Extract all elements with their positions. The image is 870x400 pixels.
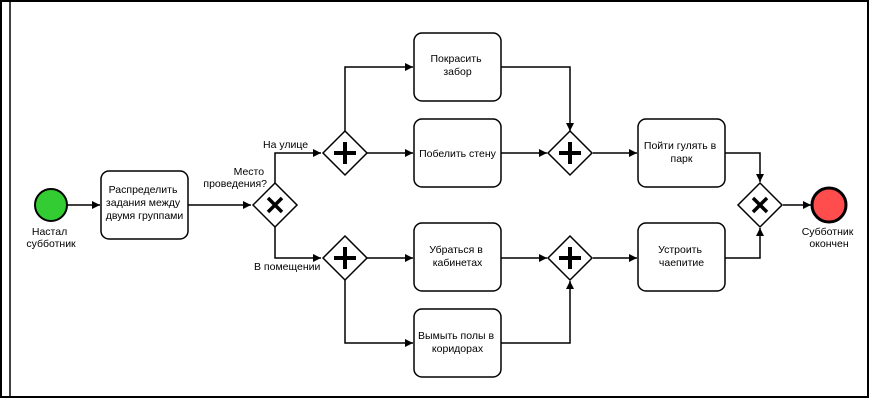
task-paint-fence-label: Покрасить забор	[431, 53, 485, 78]
exclusive-gateway-merge[interactable]	[736, 181, 784, 229]
task-distribute-label: Распределить задания между двумя группам…	[106, 184, 184, 222]
x-marker-icon	[266, 196, 284, 214]
task-distribute[interactable]: Распределить задания между двумя группам…	[100, 170, 189, 240]
task-paint-fence[interactable]: Покрасить забор	[413, 32, 502, 102]
x-marker-icon	[751, 196, 769, 214]
parallel-gateway-outside-join[interactable]	[546, 129, 594, 177]
gateway-outside-label: На улице	[263, 139, 308, 151]
task-go-walk-label: Пойти гулять в парк	[644, 140, 719, 165]
task-clean-offices[interactable]: Убраться в кабинетах	[413, 222, 502, 292]
task-tea-party-label: Устроить чаепитие	[658, 244, 705, 269]
end-event[interactable]	[810, 186, 848, 224]
flow-floors-to-join	[501, 281, 574, 344]
plus-marker-icon	[559, 142, 581, 164]
exclusive-gateway-split[interactable]	[251, 181, 299, 229]
flow-inside-to-floors	[344, 280, 413, 347]
plus-marker-icon	[334, 247, 356, 269]
start-event-label: Настал субботник	[26, 226, 76, 250]
gateway-inside-label: В помещении	[254, 261, 321, 273]
gateway-question-label: Место проведения?	[203, 166, 267, 190]
task-wash-floors[interactable]: Вымыть полы в коридорах	[413, 308, 502, 378]
parallel-gateway-outside-fork[interactable]	[321, 129, 369, 177]
task-whitewash-wall-label: Побелить стену	[419, 148, 497, 160]
flow-outside-to-paint	[344, 63, 413, 131]
task-tea-party[interactable]: Устроить чаепитие	[637, 222, 726, 292]
task-go-walk[interactable]: Пойти гулять в парк	[637, 118, 726, 188]
parallel-gateway-inside-join[interactable]	[546, 234, 594, 282]
plus-marker-icon	[559, 247, 581, 269]
task-whitewash-wall[interactable]: Побелить стену	[413, 118, 502, 188]
plus-marker-icon	[334, 142, 356, 164]
flow-xor-to-inside	[274, 227, 321, 262]
task-clean-offices-label: Убраться в кабинетах	[429, 244, 486, 269]
start-event[interactable]	[34, 188, 68, 222]
end-event-label: Субботник окончен	[802, 226, 857, 250]
flow-paint-to-join	[501, 66, 574, 131]
flow-tea-to-merge	[725, 228, 764, 259]
sequence-flows	[67, 63, 811, 347]
parallel-gateway-inside-fork[interactable]	[321, 234, 369, 282]
flow-walk-to-merge	[725, 152, 764, 182]
task-wash-floors-label: Вымыть полы в коридорах	[418, 330, 497, 355]
flow-xor-to-outside	[274, 149, 321, 183]
